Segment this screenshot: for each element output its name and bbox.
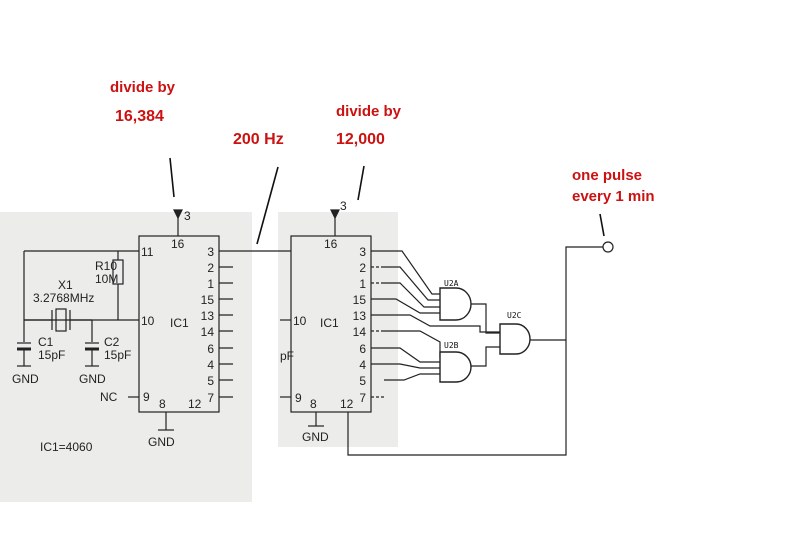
divide-by-label-1: divide by xyxy=(110,79,176,96)
divide-by-label-2: divide by xyxy=(336,103,402,120)
ic2-pin-label: 2 xyxy=(359,261,366,275)
ic1-pin-label: 13 xyxy=(201,309,215,323)
u2a-label: U2A xyxy=(444,279,459,288)
ic2-right-pin-labels: 3 2 1 15 13 14 6 4 5 7 xyxy=(353,245,367,405)
annotation-arrows xyxy=(169,157,605,245)
ic1-pin-16: 16 xyxy=(171,237,185,251)
ic1-pin-10: 10 xyxy=(141,314,155,328)
ic2-label: IC1 xyxy=(320,316,339,330)
frequency-label: 200 Hz xyxy=(233,131,284,148)
pulse-label-1: one pulse xyxy=(572,167,642,184)
ic2-vcc-pin: 3 xyxy=(340,199,347,213)
and-gate-u2b xyxy=(439,351,472,383)
gate-wiring xyxy=(347,246,604,456)
ic1-pin-label: 6 xyxy=(207,342,214,356)
ic2-pin-8: 8 xyxy=(310,397,317,411)
ic1-left xyxy=(17,209,233,431)
u2c-label: U2C xyxy=(507,311,522,320)
ic2-pin-label: 14 xyxy=(353,325,367,339)
ic1-pin-label: 3 xyxy=(207,245,214,259)
ic1-vcc-pin: 3 xyxy=(184,209,191,223)
ic2-pin-10: 10 xyxy=(293,314,307,328)
ic2-pf-fragment: pF xyxy=(280,349,294,363)
ic1-pin-12: 12 xyxy=(188,397,202,411)
c2-value: 15pF xyxy=(104,348,131,362)
r10-value: 10M xyxy=(95,272,118,286)
ic1-pin-label: 1 xyxy=(207,277,214,291)
ic2-pin-label: 6 xyxy=(359,342,366,356)
c1-value: 15pF xyxy=(38,348,65,362)
gnd-c1-label: GND xyxy=(12,372,39,386)
and-gate-u2a xyxy=(439,287,472,321)
ic2-pin-label: 5 xyxy=(359,374,366,388)
x1-value: 3.2768MHz xyxy=(33,291,94,305)
ic1-pin-label: 15 xyxy=(201,293,215,307)
ic1-label: IC1 xyxy=(170,316,189,330)
ic2-pin-label: 15 xyxy=(353,293,367,307)
gnd-c2-label: GND xyxy=(79,372,106,386)
ic2-pin-16: 16 xyxy=(324,237,338,251)
and-gate-u2c xyxy=(499,323,531,355)
u2b-label: U2B xyxy=(444,341,459,350)
ic1-pin-9: 9 xyxy=(143,390,150,404)
gnd-ic2-label: GND xyxy=(302,430,329,444)
pulse-label-2: every 1 min xyxy=(572,188,655,205)
ic1-pin-label: 5 xyxy=(207,374,214,388)
ic1-pin-11: 11 xyxy=(141,245,154,259)
r10-label: R10 xyxy=(95,259,117,273)
x1-label: X1 xyxy=(58,278,73,292)
divide-by-value-1: 16,384 xyxy=(115,108,164,125)
divide-by-value-2: 12,000 xyxy=(336,131,385,148)
ic2-pin-label: 3 xyxy=(359,245,366,259)
ic1-pin-label: 2 xyxy=(207,261,214,275)
ic1-pin-8: 8 xyxy=(159,397,166,411)
left-scan-paper xyxy=(0,212,252,502)
ic2-body xyxy=(290,235,372,413)
ic2-pin-label: 13 xyxy=(353,309,367,323)
c1-label: C1 xyxy=(38,335,54,349)
ic2-pin-label: 1 xyxy=(359,277,366,291)
output-terminal xyxy=(602,241,614,253)
ic1-body xyxy=(138,235,220,413)
gnd-ic1-label: GND xyxy=(148,435,175,449)
ic1-right-pin-labels: 3 2 1 15 13 14 6 4 5 7 xyxy=(201,245,215,405)
ic-type-label: IC1=4060 xyxy=(40,440,93,454)
ic2-pin-label: 7 xyxy=(359,391,366,405)
ic2-pin-9: 9 xyxy=(295,391,302,405)
ic1-pin-label: 7 xyxy=(207,391,214,405)
ic1-pin-label: 4 xyxy=(207,358,214,372)
ic1-nc-label: NC xyxy=(100,390,118,404)
ic1-pin-label: 14 xyxy=(201,325,215,339)
ic2-right xyxy=(280,209,384,427)
c2-label: C2 xyxy=(104,335,120,349)
ic2-pin-label: 4 xyxy=(359,358,366,372)
ic2-pin-12: 12 xyxy=(340,397,354,411)
